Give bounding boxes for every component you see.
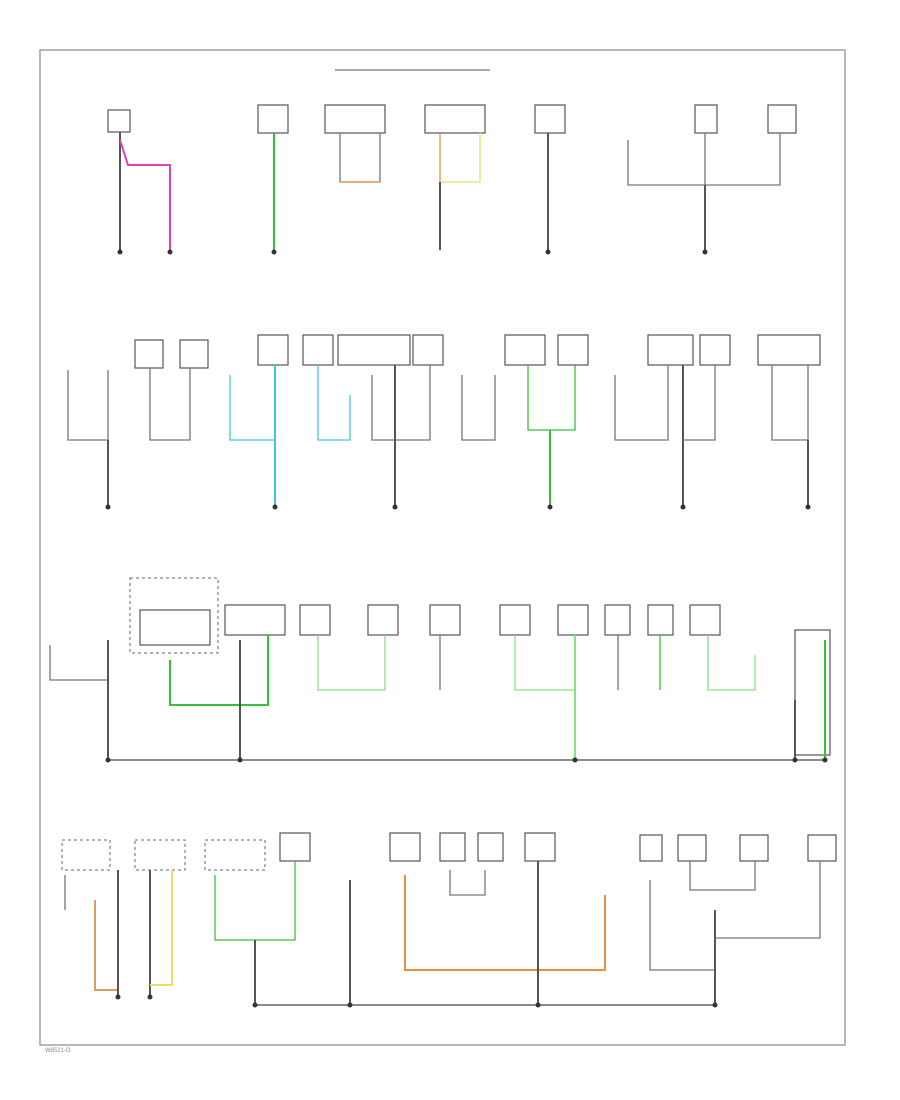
component-box bbox=[337, 334, 411, 366]
component-box bbox=[107, 109, 131, 133]
ground-point bbox=[392, 504, 398, 510]
component-box bbox=[302, 334, 334, 366]
component-dashed-box bbox=[61, 839, 111, 871]
ground-point bbox=[105, 504, 111, 510]
component-dashed-box bbox=[204, 839, 266, 871]
wire-green bbox=[214, 861, 296, 941]
diagram-border bbox=[39, 49, 846, 1046]
ground-point bbox=[792, 757, 798, 763]
ground-point bbox=[147, 994, 153, 1000]
row-3 bbox=[49, 577, 831, 763]
wire bbox=[49, 645, 108, 681]
wire-light-green bbox=[514, 635, 575, 691]
ground-point bbox=[105, 757, 111, 763]
wire bbox=[449, 870, 486, 896]
wire-yellow bbox=[440, 133, 481, 183]
wire-light-green bbox=[317, 635, 386, 691]
diagram-footer-code: W8521-G bbox=[45, 1048, 71, 1054]
ground-point bbox=[572, 757, 578, 763]
ground-point bbox=[115, 994, 121, 1000]
wire bbox=[614, 365, 669, 441]
component-box bbox=[429, 604, 461, 636]
wire-pink bbox=[119, 139, 171, 250]
ground-point bbox=[545, 249, 551, 255]
component-box bbox=[139, 609, 211, 646]
wire bbox=[649, 880, 715, 971]
component-box bbox=[279, 832, 311, 862]
component-box bbox=[639, 834, 663, 862]
module-dashed-outline bbox=[129, 577, 219, 654]
ground-point bbox=[680, 504, 686, 510]
component-box bbox=[534, 104, 566, 134]
wire bbox=[627, 133, 781, 186]
component-box bbox=[179, 339, 209, 369]
wire-cyan bbox=[229, 375, 275, 441]
component-box bbox=[524, 832, 556, 862]
row-4 bbox=[61, 832, 837, 1008]
component-box bbox=[694, 104, 718, 134]
ground-point bbox=[167, 249, 173, 255]
component-box bbox=[257, 334, 289, 366]
ground-point bbox=[271, 249, 277, 255]
ground-point bbox=[535, 1002, 541, 1008]
ground-point bbox=[712, 1002, 718, 1008]
component-box bbox=[647, 604, 674, 636]
component-box bbox=[367, 604, 399, 636]
component-box bbox=[557, 604, 589, 636]
ground-point bbox=[702, 249, 708, 255]
component-box bbox=[689, 604, 721, 636]
component-box bbox=[324, 104, 386, 134]
ground-point bbox=[347, 1002, 353, 1008]
ground-point bbox=[805, 504, 811, 510]
component-box bbox=[699, 334, 731, 366]
wire-tan bbox=[94, 900, 118, 991]
component-box bbox=[557, 334, 589, 366]
ground-point bbox=[547, 504, 553, 510]
wire bbox=[149, 368, 191, 441]
wire bbox=[683, 365, 716, 441]
wire-green bbox=[527, 365, 576, 431]
component-box bbox=[739, 834, 769, 862]
component-box bbox=[807, 834, 837, 862]
component-box bbox=[767, 104, 797, 134]
component-box bbox=[224, 604, 286, 636]
component-box bbox=[604, 604, 631, 636]
ground-point bbox=[117, 249, 123, 255]
component-box bbox=[134, 339, 164, 369]
wire bbox=[715, 861, 821, 939]
ground-point bbox=[822, 757, 828, 763]
wire-cyan bbox=[317, 365, 351, 441]
wire-green bbox=[169, 635, 269, 706]
wire-light-green bbox=[707, 635, 756, 691]
component-box bbox=[647, 334, 694, 366]
row-2 bbox=[67, 334, 821, 510]
component-box bbox=[412, 334, 444, 366]
wire bbox=[371, 365, 431, 441]
ground-point bbox=[237, 757, 243, 763]
component-box bbox=[424, 104, 486, 134]
component-box bbox=[477, 832, 504, 862]
component-box bbox=[757, 334, 821, 366]
row-1 bbox=[107, 69, 797, 255]
wire bbox=[689, 861, 756, 891]
component-box bbox=[499, 604, 531, 636]
component-box bbox=[439, 832, 466, 862]
wire bbox=[339, 133, 381, 183]
wire bbox=[461, 375, 496, 441]
component-box bbox=[677, 834, 707, 862]
component-box bbox=[257, 104, 289, 134]
component-box bbox=[299, 604, 331, 636]
component-box bbox=[504, 334, 546, 366]
wire-yellow bbox=[150, 870, 173, 986]
wire-orange bbox=[404, 875, 606, 971]
component-dashed-box bbox=[134, 839, 186, 871]
component-box bbox=[389, 832, 421, 862]
ground-point bbox=[272, 504, 278, 510]
wire bbox=[771, 365, 809, 441]
ground-point bbox=[252, 1002, 258, 1008]
wire bbox=[67, 370, 109, 441]
